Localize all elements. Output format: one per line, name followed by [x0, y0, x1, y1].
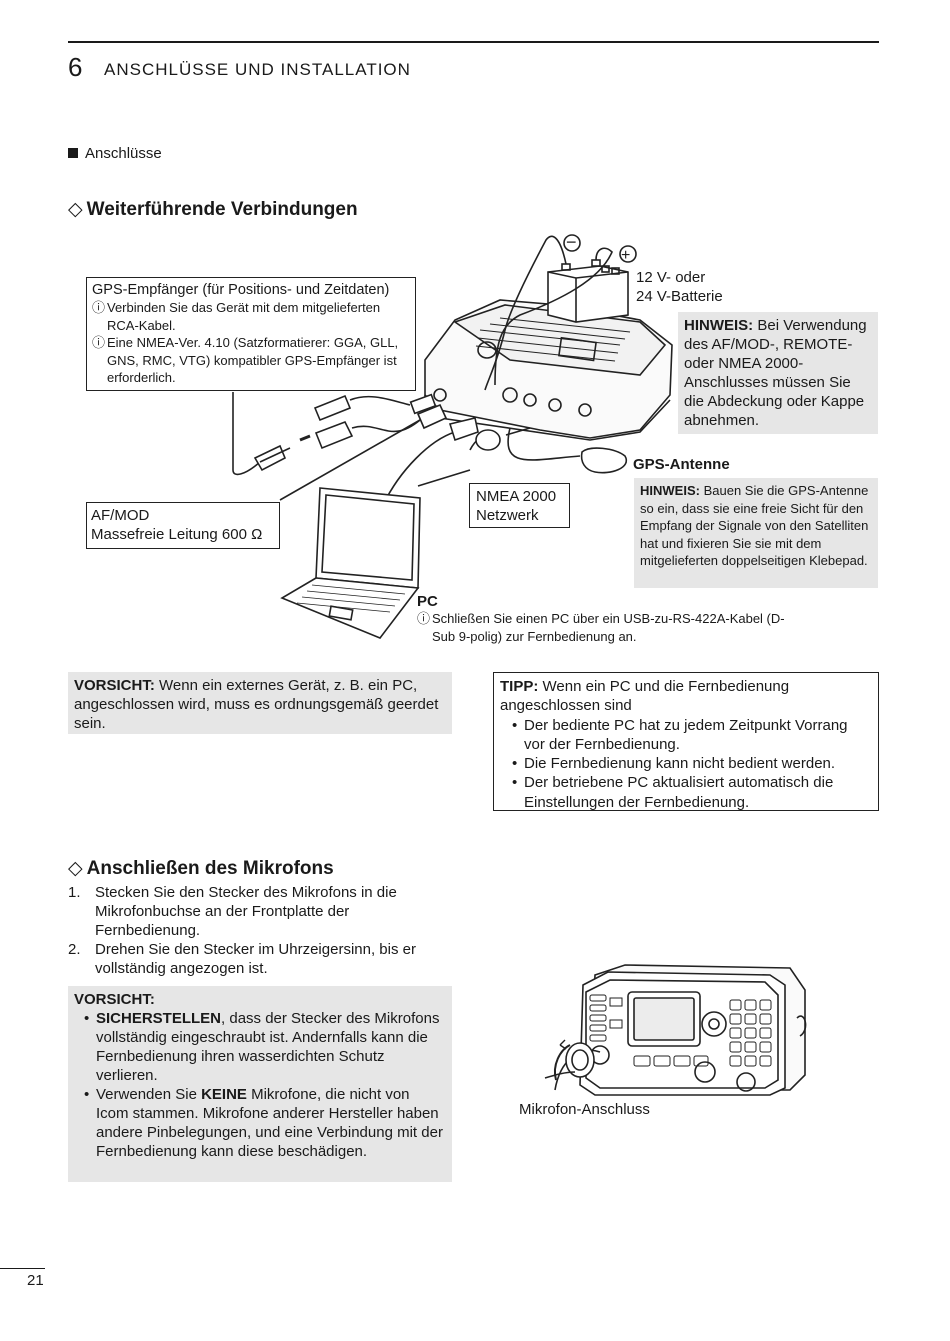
list-item: Der betriebene PC aktualisiert automatis… [512, 773, 872, 812]
section-title: Anschlüsse [85, 145, 162, 162]
hinweis-label: HINWEIS: [640, 483, 700, 498]
vorsicht-label: VORSICHT: [74, 677, 155, 694]
pc-label: PC [417, 593, 438, 610]
list-item: 1.Stecken Sie den Stecker des Mikrofons … [68, 884, 397, 939]
section-heading: Anschlüsse [68, 145, 162, 162]
gps-antenna-label: GPS-Antenne [633, 456, 730, 473]
vorsicht-list: SICHERSTELLEN, dass der Stecker des Mikr… [74, 1009, 446, 1161]
vorsicht-label: VORSICHT: [74, 991, 155, 1008]
list-item: Verwenden Sie KEINE Mikrofone, die nicht… [84, 1085, 446, 1161]
vorsicht-microphone-box: VORSICHT: SICHERSTELLEN, dass der Stecke… [68, 986, 452, 1182]
diamond-icon: ◇ [68, 199, 83, 220]
list-item: SICHERSTELLEN, dass der Stecker des Mikr… [84, 1009, 446, 1085]
steps-list: 1.Stecken Sie den Stecker des Mikrofons … [68, 883, 452, 978]
afmod-box: AF/MOD Massefreie Leitung 600 Ω [86, 502, 280, 549]
info-icon: ⓘ [92, 300, 106, 315]
list-item: Der bediente PC hat zu jedem Zeitpunkt V… [512, 716, 872, 755]
page-number: 21 [27, 1272, 44, 1289]
hinweis-cover-box: HINWEIS: Bei Verwendung des AF/MOD-, REM… [678, 312, 878, 434]
tipp-intro: TIPP: Wenn ein PC und die Fernbedienung … [500, 678, 790, 715]
list-item: 2.Drehen Sie den Stecker im Uhrzeigersin… [68, 941, 416, 977]
subsection-heading-microphone: ◇Anschließen des Mikrofons [68, 858, 334, 879]
hinweis-antenna-box: HINWEIS: Bauen Sie die GPS-Antenne so ei… [634, 478, 878, 588]
gps-receiver-title: GPS-Empfänger (für Positions- und Zeitda… [92, 282, 390, 298]
footer-rule [0, 1268, 45, 1269]
info-icon: ⓘ [417, 611, 431, 626]
tipp-box: TIPP: Wenn ein PC und die Fernbedienung … [493, 672, 879, 811]
nmea-box: NMEA 2000 Netzwerk [469, 483, 570, 528]
gps-receiver-box: GPS-Empfänger (für Positions- und Zeitda… [86, 277, 416, 391]
header-rule [68, 41, 879, 43]
chapter-title: ANSCHLÜSSE UND INSTALLATION [104, 60, 411, 79]
diamond-icon: ◇ [68, 858, 83, 879]
hinweis-label: HINWEIS: [684, 317, 754, 334]
list-item: Die Fernbedienung kann nicht bedient wer… [512, 754, 872, 774]
minus-icon: − [566, 232, 577, 252]
battery-label: 12 V- oder 24 V-Batterie [636, 269, 723, 305]
plus-icon: + [621, 247, 630, 264]
tipp-list: Der bediente PC hat zu jedem Zeitpunkt V… [500, 716, 872, 812]
info-icon: ⓘ [92, 335, 106, 350]
tipp-label: TIPP: [500, 678, 539, 695]
vorsicht-grounding-box: VORSICHT: Wenn ein externes Gerät, z. B.… [68, 672, 452, 734]
subsection-heading-connections: ◇Weiterführende Verbindungen [68, 199, 358, 220]
chapter-number: 6 [68, 52, 83, 82]
mic-caption: Mikrofon-Anschluss [519, 1101, 650, 1118]
square-bullet-icon [68, 148, 78, 158]
